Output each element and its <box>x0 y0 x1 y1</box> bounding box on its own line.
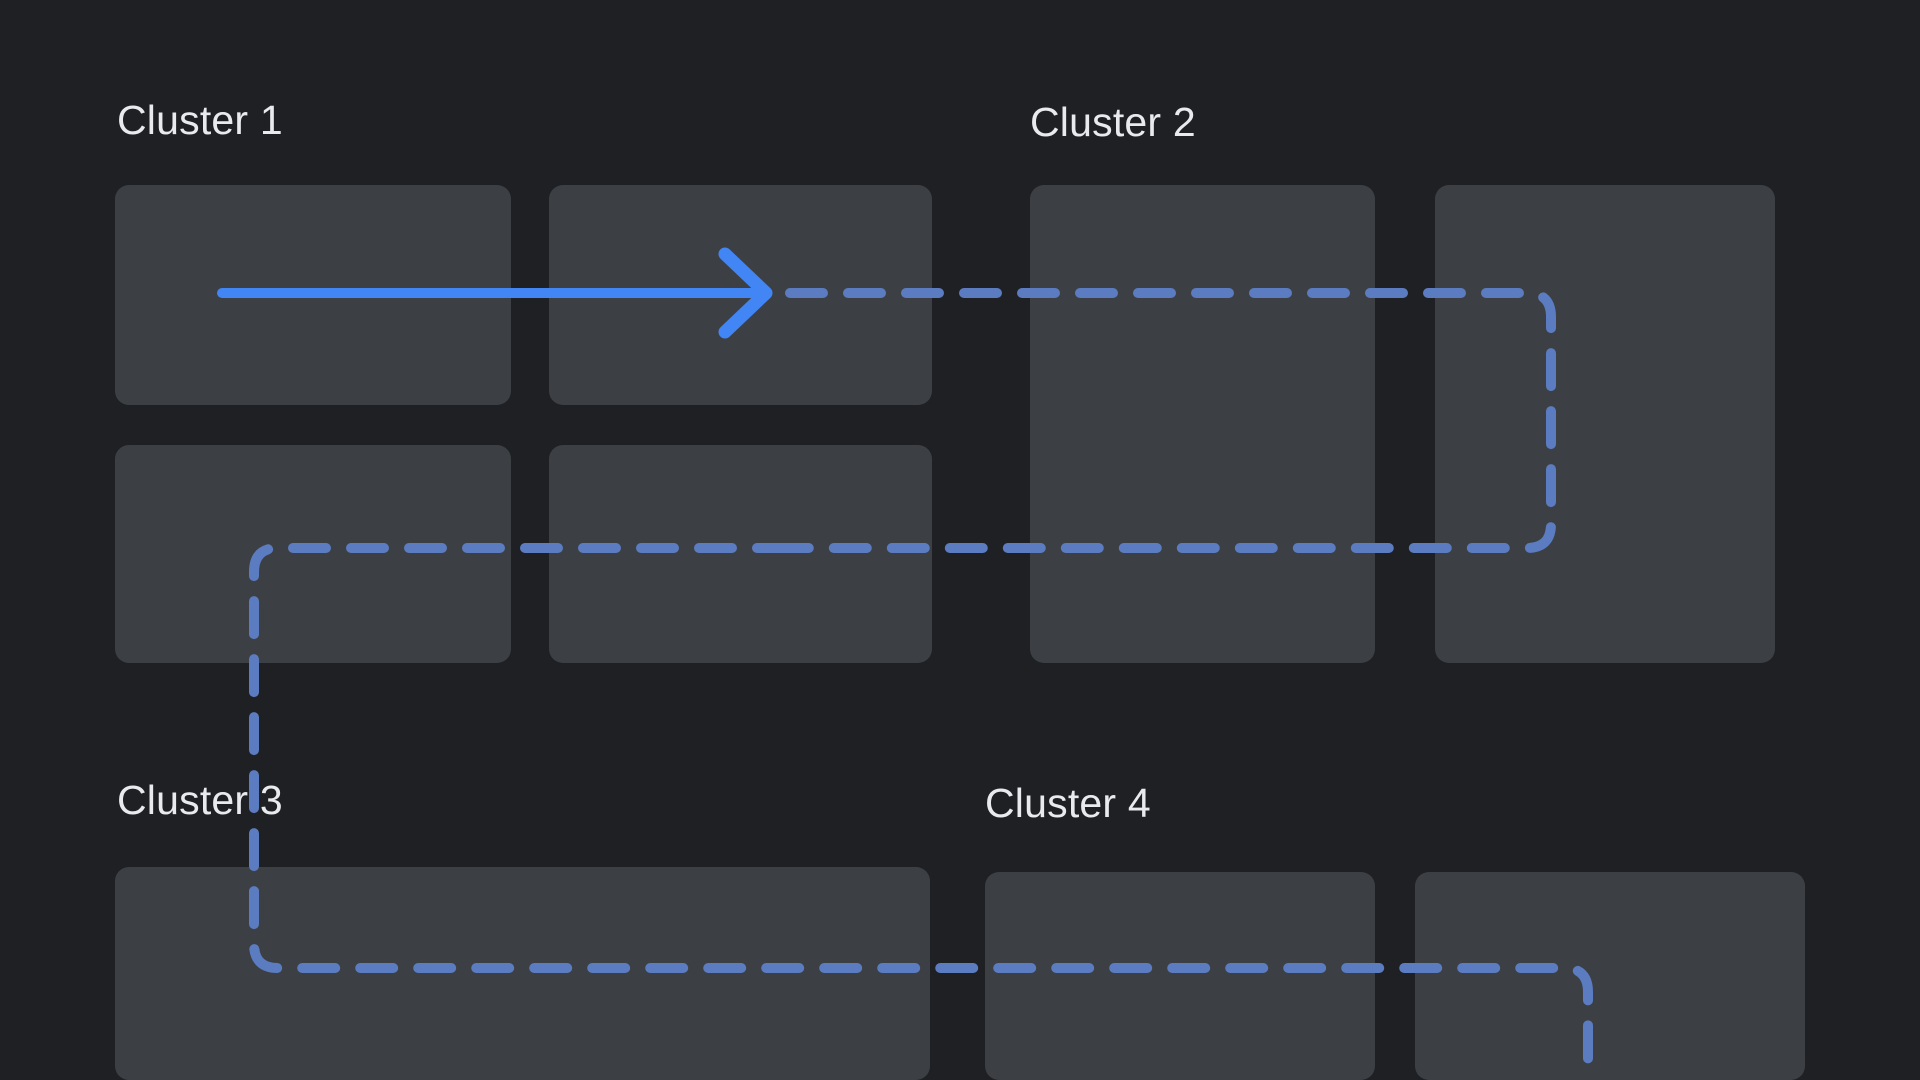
cluster-label-3: Cluster 3 <box>117 777 283 823</box>
cluster-4-node-1[interactable] <box>985 872 1375 1080</box>
cluster-1-node-3[interactable] <box>115 445 511 663</box>
cluster-4-node-2[interactable] <box>1415 872 1805 1080</box>
cluster-label-4: Cluster 4 <box>985 780 1151 826</box>
cluster-1-node-1[interactable] <box>115 185 511 405</box>
cluster-1-node-4[interactable] <box>549 445 932 663</box>
cluster-2-node-1[interactable] <box>1030 185 1375 663</box>
cluster-3-node-1[interactable] <box>115 867 930 1080</box>
cluster-label-2: Cluster 2 <box>1030 99 1196 145</box>
cluster-2-node-2[interactable] <box>1435 185 1775 663</box>
cluster-1-node-2[interactable] <box>549 185 932 405</box>
cluster-label-1: Cluster 1 <box>117 97 283 143</box>
